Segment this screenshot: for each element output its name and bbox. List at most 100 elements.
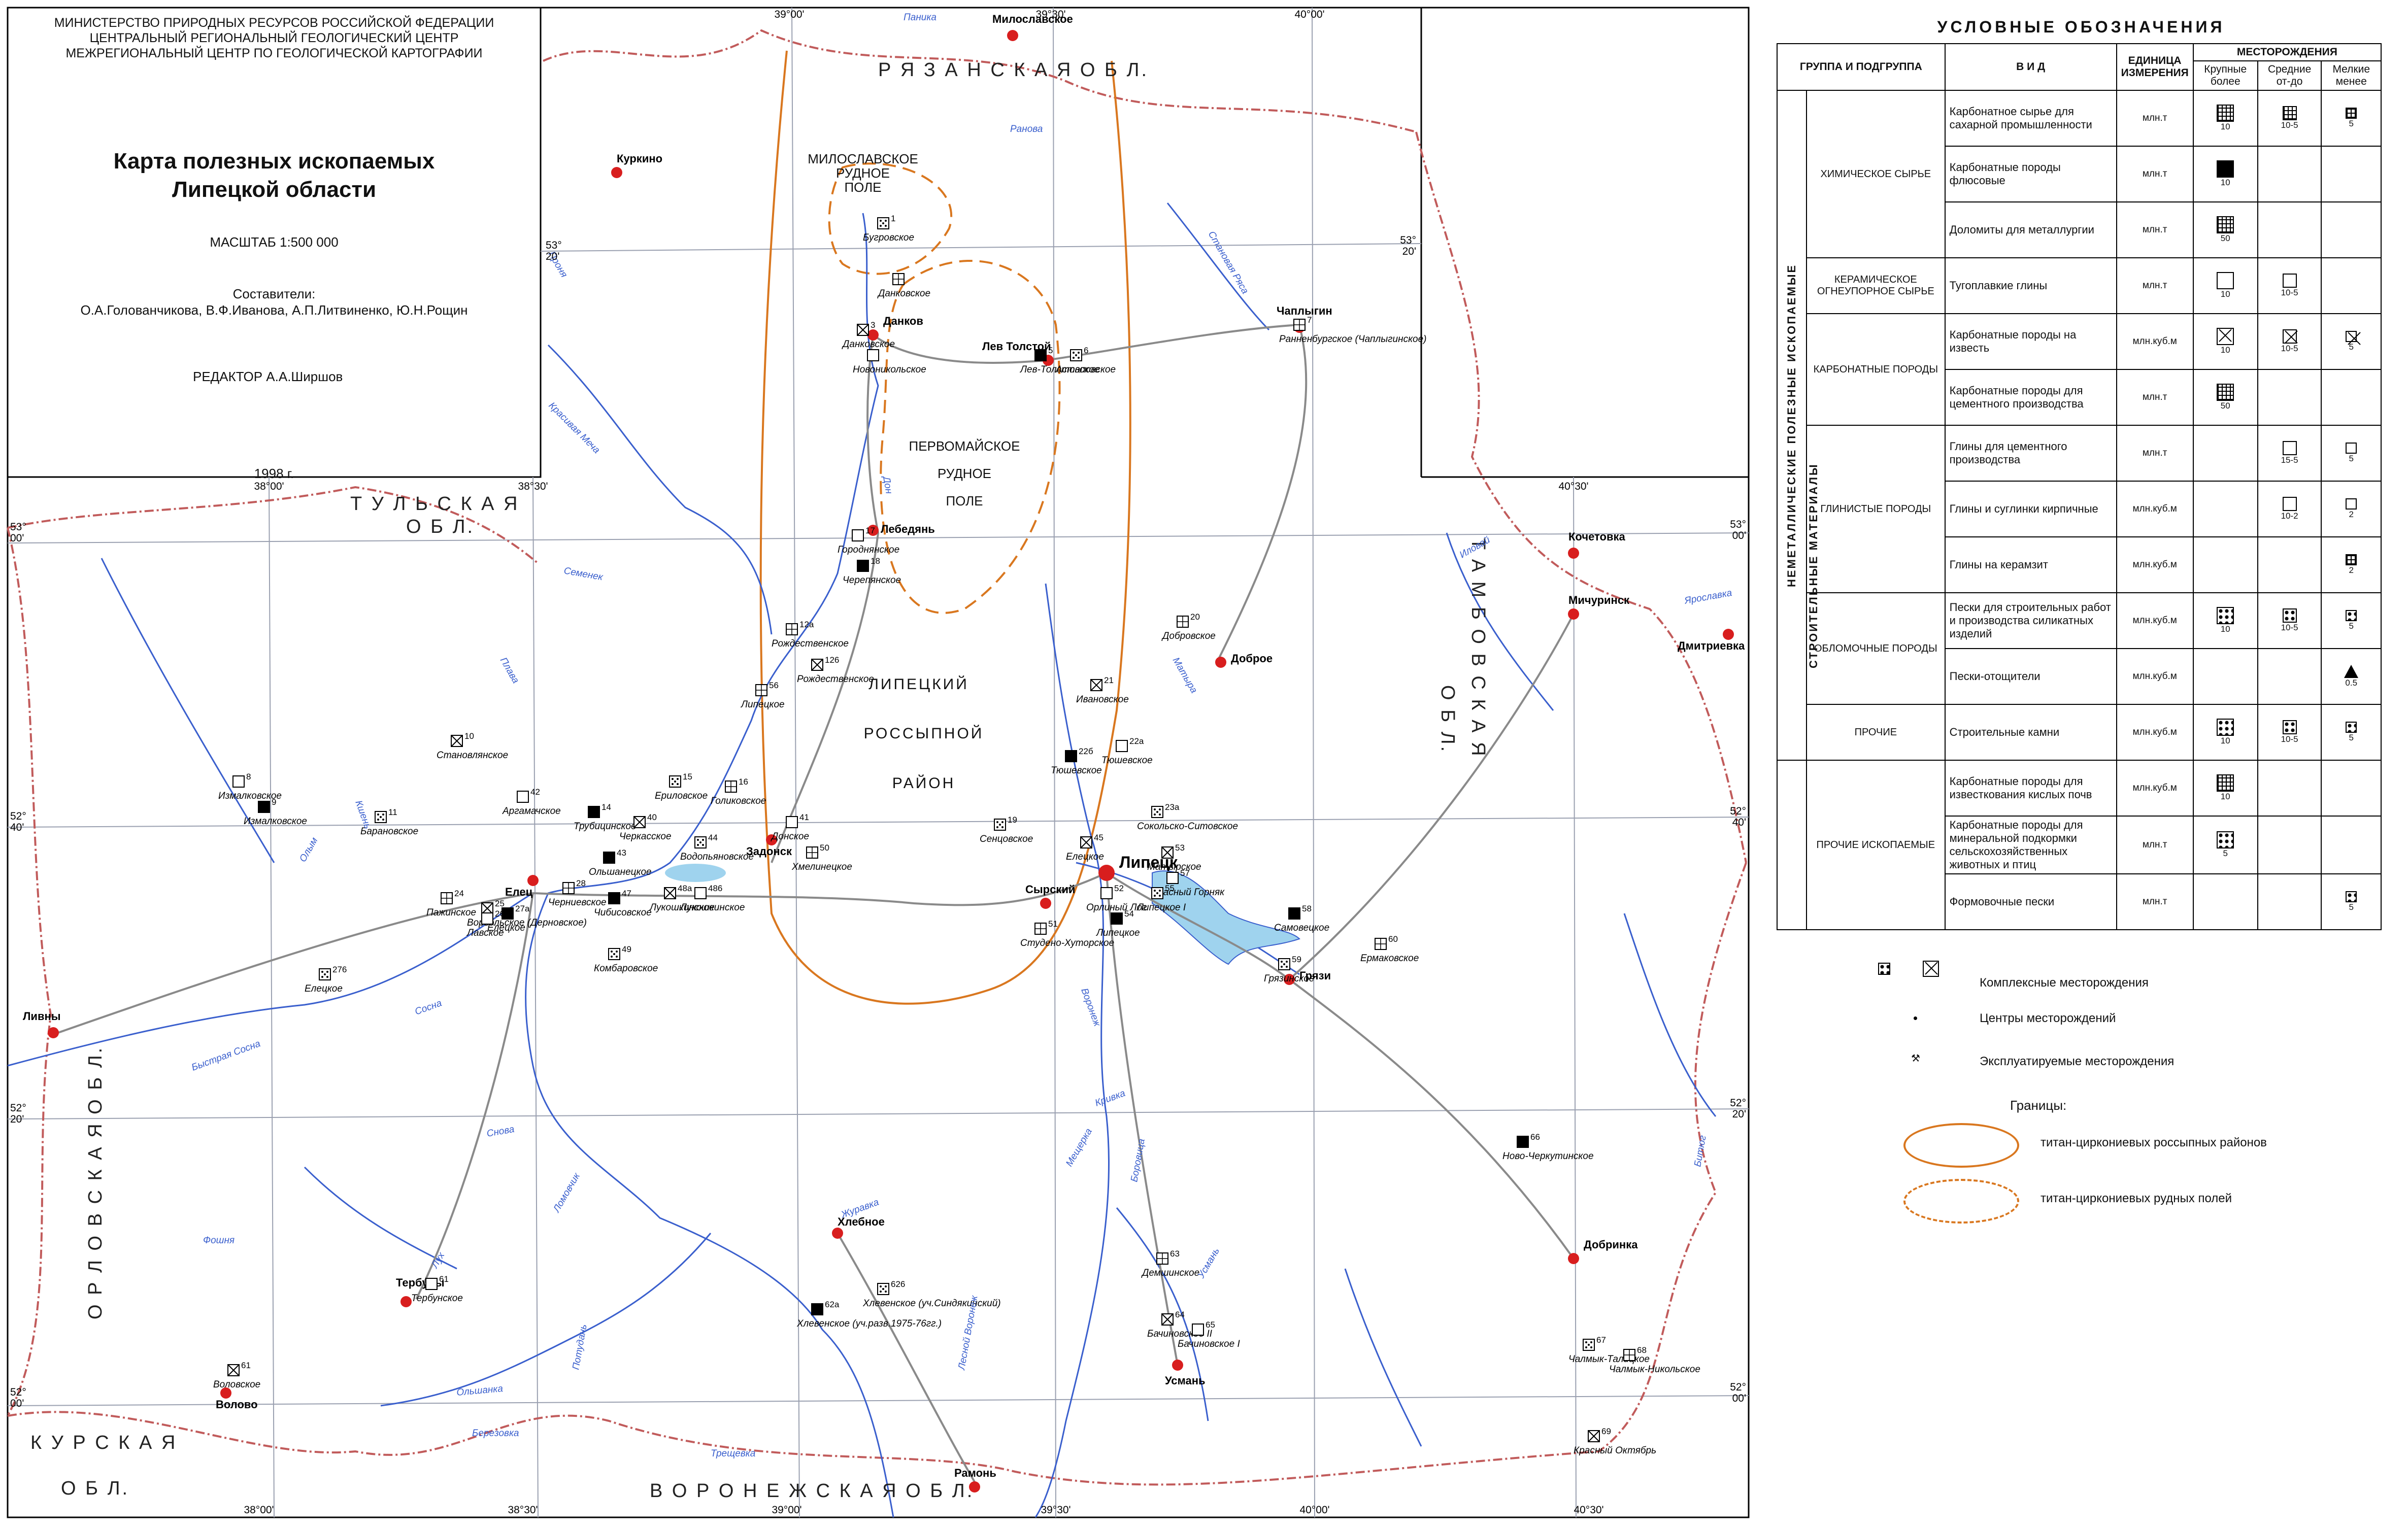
center-dot-icon <box>1914 1016 1917 1020</box>
coordinate-label: 52° <box>1730 805 1746 817</box>
map-title-line: Липецкой области <box>172 177 377 202</box>
deposit-number: 57 <box>1180 868 1190 878</box>
placer-district-boundary <box>759 50 1131 1005</box>
deposit-type-icon <box>2282 106 2297 120</box>
placer-boundary-icon <box>1903 1123 2019 1168</box>
legend-main-group: НЕМЕТАЛЛИЧЕСКИЕ ПОЛЕЗНЫЕ ИСКОПАЕМЫЕ <box>1777 90 1807 760</box>
deposit-name: Лукошкинское <box>649 902 714 913</box>
city-label: Лебедянь <box>881 523 935 535</box>
deposit-number: 58 <box>1302 904 1312 913</box>
legend-size-cell <box>2257 873 2322 930</box>
city: Сырский <box>1025 883 1075 909</box>
deposit-name: Новоникольское <box>853 364 926 375</box>
legend-subgroup: КЕРАМИЧЕСКОЕ ОГНЕУПОРНОЕ СЫРЬЕ <box>1806 257 1946 314</box>
deposit-symbol-icon <box>517 791 529 803</box>
legend-size-value: 50 <box>2220 233 2230 243</box>
legend-size-cell: 10 <box>2192 760 2258 817</box>
deposit-name: Водопьяновское <box>680 852 754 862</box>
legend-unit: млн.куб.м <box>2116 536 2194 593</box>
deposit-name: Лукошкинское <box>679 902 745 913</box>
legend-size-value: 10-5 <box>2281 288 2298 297</box>
deposit-number: 47 <box>622 889 631 898</box>
city-label: Сырский <box>1025 883 1075 896</box>
river-label: Семенек <box>563 565 604 583</box>
deposit-number: 1 <box>891 214 895 223</box>
legend-size-cell: 50 <box>2192 201 2258 258</box>
legend-size-cell: 15-5 <box>2257 425 2322 482</box>
deposit-number: 59 <box>1292 955 1301 964</box>
deposit-symbol-icon <box>481 912 493 925</box>
legend-unit: млн.т <box>2116 873 2194 930</box>
city-marker <box>1568 1253 1579 1264</box>
deposit-type-icon <box>2282 720 2297 734</box>
deposit-name: Липецкое <box>1095 928 1140 938</box>
legend-size-cell: 50 <box>2192 369 2258 426</box>
legend-size-value: 10-5 <box>2281 734 2298 744</box>
deposit-name: Воргольское (Дерновское) <box>467 918 587 928</box>
region-label: О Р Л О В С К А Я О Б Л. <box>85 1046 106 1319</box>
deposit-name: Пажинское <box>426 907 476 918</box>
deposit-number: 10 <box>464 731 474 741</box>
deposit-type-icon <box>2217 719 2234 736</box>
legend-size-cell: 10-5 <box>2257 592 2322 649</box>
deposit-symbol-icon <box>1111 912 1123 925</box>
district-label: РУДНОЕ <box>938 466 991 481</box>
legend-kind: Строительные камни <box>1944 704 2117 761</box>
city: Елец <box>505 875 539 898</box>
city: Дмитриевка <box>1678 629 1745 652</box>
deposit-name: Хлевенское (уч.разв.1975-76гг.) <box>796 1318 942 1329</box>
legend-unit: млн.куб.м <box>2116 704 2194 761</box>
river-label: Потудань <box>571 1324 589 1371</box>
deposit-name: Грязинское <box>1264 973 1314 984</box>
legend-header-group: ГРУППА И ПОДГРУППА <box>1777 43 1946 91</box>
deposit-name: Измалковское <box>218 791 282 801</box>
deposit-symbol-icon <box>603 852 615 864</box>
deposit-number: 21 <box>1104 675 1114 685</box>
legend-kind: Карбонатное сырье для сахарной промышлен… <box>1944 90 2117 147</box>
deposit-name: Липецкое I <box>1136 902 1186 913</box>
deposit-number: 28 <box>576 878 586 888</box>
legend-header-kind: В И Д <box>1944 43 2117 91</box>
deposit-symbol-icon <box>1517 1136 1529 1148</box>
city-marker <box>867 525 879 536</box>
deposit-number: 61 <box>241 1361 251 1370</box>
district-label: МИЛОСЛАВСКОЕ <box>808 151 918 166</box>
city-label: Милославское <box>992 13 1073 25</box>
deposit-name: Ранненбургское (Чаплыгинское) <box>1279 334 1427 345</box>
city-label: Добринка <box>1584 1238 1638 1251</box>
district-label: РОССЫПНОЙ <box>864 725 984 742</box>
deposit-name: Чалмык-Никольское <box>1609 1364 1700 1375</box>
map-title-line: Карта полезных ископаемых <box>113 149 435 174</box>
legend-size-cell: 5 <box>2321 425 2382 482</box>
deposit-number: 64 <box>1175 1310 1185 1319</box>
city-marker <box>1284 974 1295 985</box>
city: Рамонь <box>954 1467 996 1492</box>
coordinate-label: 39°00' <box>774 9 804 20</box>
deposit-name: Хлевенское (уч.Синдякинский) <box>862 1298 1001 1309</box>
deposit-type-icon <box>2217 607 2234 624</box>
city-label: Данков <box>883 315 923 327</box>
deposit-symbol-icon <box>694 887 707 899</box>
deposit-number: 22б <box>1079 746 1093 756</box>
river-label: Ранова <box>1010 124 1043 134</box>
city-marker <box>1568 548 1579 559</box>
region-label: Р Я З А Н С К А Я О Б Л. <box>878 59 1149 81</box>
city-label: Хлебное <box>838 1215 885 1228</box>
deposit-name: Воловское <box>213 1379 260 1390</box>
deposit-name: Орлиный Лог <box>1086 902 1147 913</box>
deposit-name: Чалмык-Талицкое <box>1568 1354 1650 1365</box>
deposit-number: 25 <box>495 899 505 908</box>
legend-unit: млн.т <box>2116 146 2194 202</box>
legend-unit: млн.т <box>2116 369 2194 426</box>
deposit-number: 40 <box>647 812 657 822</box>
